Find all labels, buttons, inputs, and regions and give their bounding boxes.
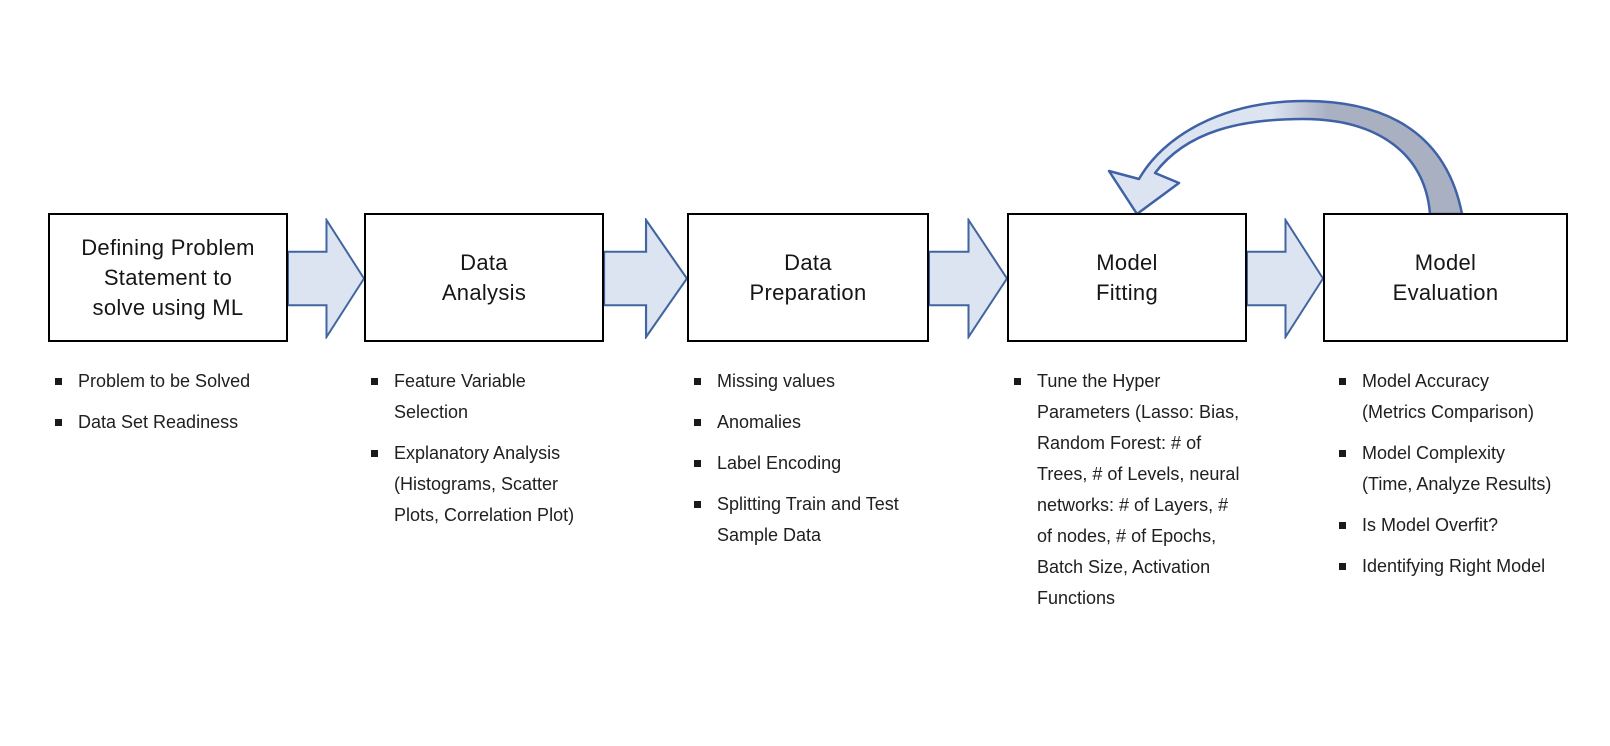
stage-box-data-preparation: Data Preparation xyxy=(687,213,929,342)
stage-box-problem-statement: Defining Problem Statement to solve usin… xyxy=(48,213,288,342)
stage-title: Defining Problem Statement to solve usin… xyxy=(81,234,255,320)
bullet-list-model-fitting: Tune the Hyper Parameters (Lasso: Bias, … xyxy=(1013,366,1242,624)
list-item: Missing values xyxy=(693,366,907,397)
list-item: Identifying Right Model xyxy=(1338,551,1558,582)
stage-title: Model Fitting xyxy=(1095,249,1158,305)
flow-arrow-icon xyxy=(287,218,365,339)
bullet-list-data-preparation: Missing values Anomalies Label Encoding … xyxy=(693,366,907,561)
list-item: Model Accuracy (Metrics Comparison) xyxy=(1338,366,1558,428)
list-item: Model Complexity (Time, Analyze Results) xyxy=(1338,438,1558,500)
list-item: Explanatory Analysis (Histograms, Scatte… xyxy=(370,438,594,531)
flow-arrow-icon xyxy=(1246,218,1324,339)
stage-title: Data Analysis xyxy=(441,249,527,305)
bullet-list-model-evaluation: Model Accuracy (Metrics Comparison) Mode… xyxy=(1338,366,1558,592)
flow-arrow-icon xyxy=(928,218,1008,339)
list-item: Anomalies xyxy=(693,407,907,438)
list-item: Is Model Overfit? xyxy=(1338,510,1558,541)
list-item: Label Encoding xyxy=(693,448,907,479)
list-item: Tune the Hyper Parameters (Lasso: Bias, … xyxy=(1013,366,1242,614)
stage-box-data-analysis: Data Analysis xyxy=(364,213,604,342)
bullet-list-problem-statement: Problem to be Solved Data Set Readiness xyxy=(54,366,294,448)
stage-box-model-fitting: Model Fitting xyxy=(1007,213,1247,342)
stage-box-model-evaluation: Model Evaluation xyxy=(1323,213,1568,342)
bullet-list-data-analysis: Feature Variable Selection Explanatory A… xyxy=(370,366,594,541)
feedback-loop-arrow-icon xyxy=(1107,99,1464,216)
list-item: Splitting Train and Test Sample Data xyxy=(693,489,907,551)
list-item: Feature Variable Selection xyxy=(370,366,594,428)
stage-title: Model Evaluation xyxy=(1392,249,1499,305)
list-item: Problem to be Solved xyxy=(54,366,294,397)
flow-arrow-icon xyxy=(603,218,688,339)
stage-title: Data Preparation xyxy=(749,249,867,305)
list-item: Data Set Readiness xyxy=(54,407,294,438)
